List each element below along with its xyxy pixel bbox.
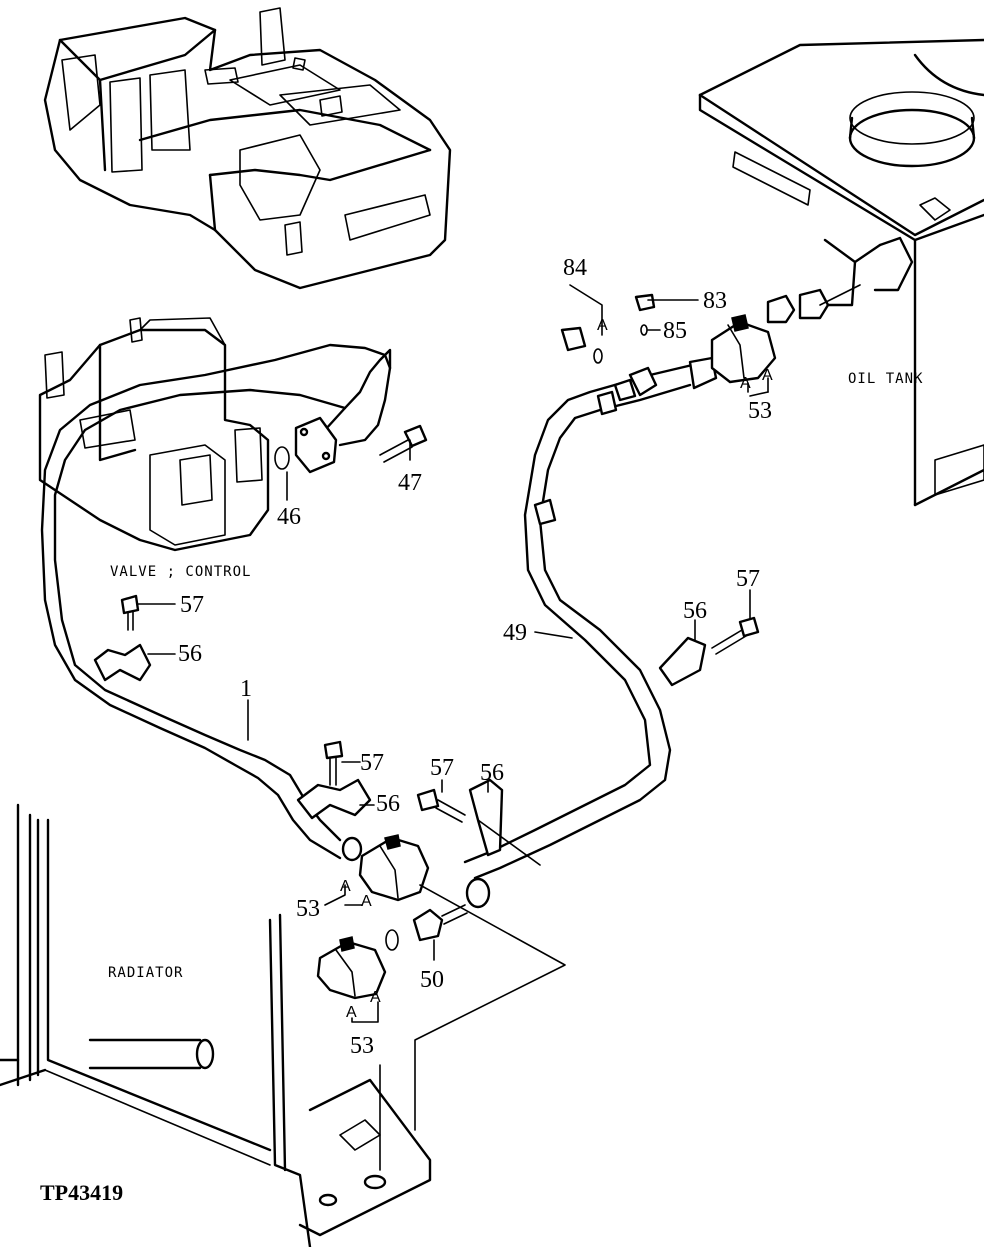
letter-a: A	[340, 878, 351, 895]
radiator	[0, 803, 432, 1247]
oil-tank	[698, 38, 984, 507]
callout-47: 47	[398, 470, 422, 496]
callout-83: 83	[703, 288, 727, 314]
callout-57-mid: 57	[360, 750, 384, 776]
clip-56-center	[468, 778, 504, 857]
callout-46: 46	[277, 504, 301, 530]
callout-56-left: 56	[178, 641, 202, 667]
callout-57-left: 57	[180, 592, 204, 618]
leader-lines	[137, 284, 861, 1171]
bolt-47	[379, 424, 428, 463]
oil-tank-label: OIL TANK	[848, 371, 923, 387]
bolt-57-mid	[323, 740, 344, 786]
clip-56-right	[658, 636, 707, 687]
clamp-53-bottom	[316, 936, 387, 1000]
callout-49: 49	[503, 620, 527, 646]
bolt-57-right	[711, 616, 760, 655]
callout-57-center: 57	[430, 755, 454, 781]
letter-a: A	[346, 1004, 357, 1021]
excavator-overview	[43, 7, 452, 290]
o-ring-46	[274, 446, 290, 470]
callout-50: 50	[420, 967, 444, 993]
clamp-53-tank	[710, 314, 777, 384]
callout-84: 84	[563, 255, 587, 281]
valve-control-label: VALVE ; CONTROL	[110, 564, 251, 580]
letter-a: A	[370, 989, 381, 1006]
callout-57-right: 57	[736, 566, 760, 592]
callout-53-bottom: 53	[350, 1033, 374, 1059]
letter-a: A	[361, 893, 372, 910]
callout-53-mid: 53	[296, 896, 320, 922]
plug-83	[634, 293, 656, 336]
letter-a: A	[597, 317, 608, 334]
callout-1: 1	[240, 676, 252, 702]
figure-id: TP43419	[40, 1180, 123, 1205]
letter-a: A	[762, 367, 773, 384]
callout-85: 85	[663, 318, 687, 344]
callout-56-center: 56	[480, 760, 504, 786]
sensor-50	[412, 904, 468, 942]
clip-56-mid	[296, 778, 372, 820]
clamp-53-mid	[358, 834, 430, 902]
hose-49	[463, 356, 718, 909]
bolt-57-center	[416, 788, 466, 823]
callout-56-right: 56	[683, 598, 707, 624]
letter-a: A	[740, 375, 751, 392]
callout-53-tank: 53	[748, 398, 772, 424]
bolt-57-left	[120, 594, 140, 631]
control-valve	[38, 317, 270, 552]
small-o-ring-50	[385, 929, 399, 951]
radiator-label: RADIATOR	[108, 965, 183, 981]
callout-56-mid: 56	[376, 791, 400, 817]
plug-84	[560, 326, 603, 364]
clip-56-left	[93, 643, 152, 682]
hose-1	[40, 343, 392, 862]
